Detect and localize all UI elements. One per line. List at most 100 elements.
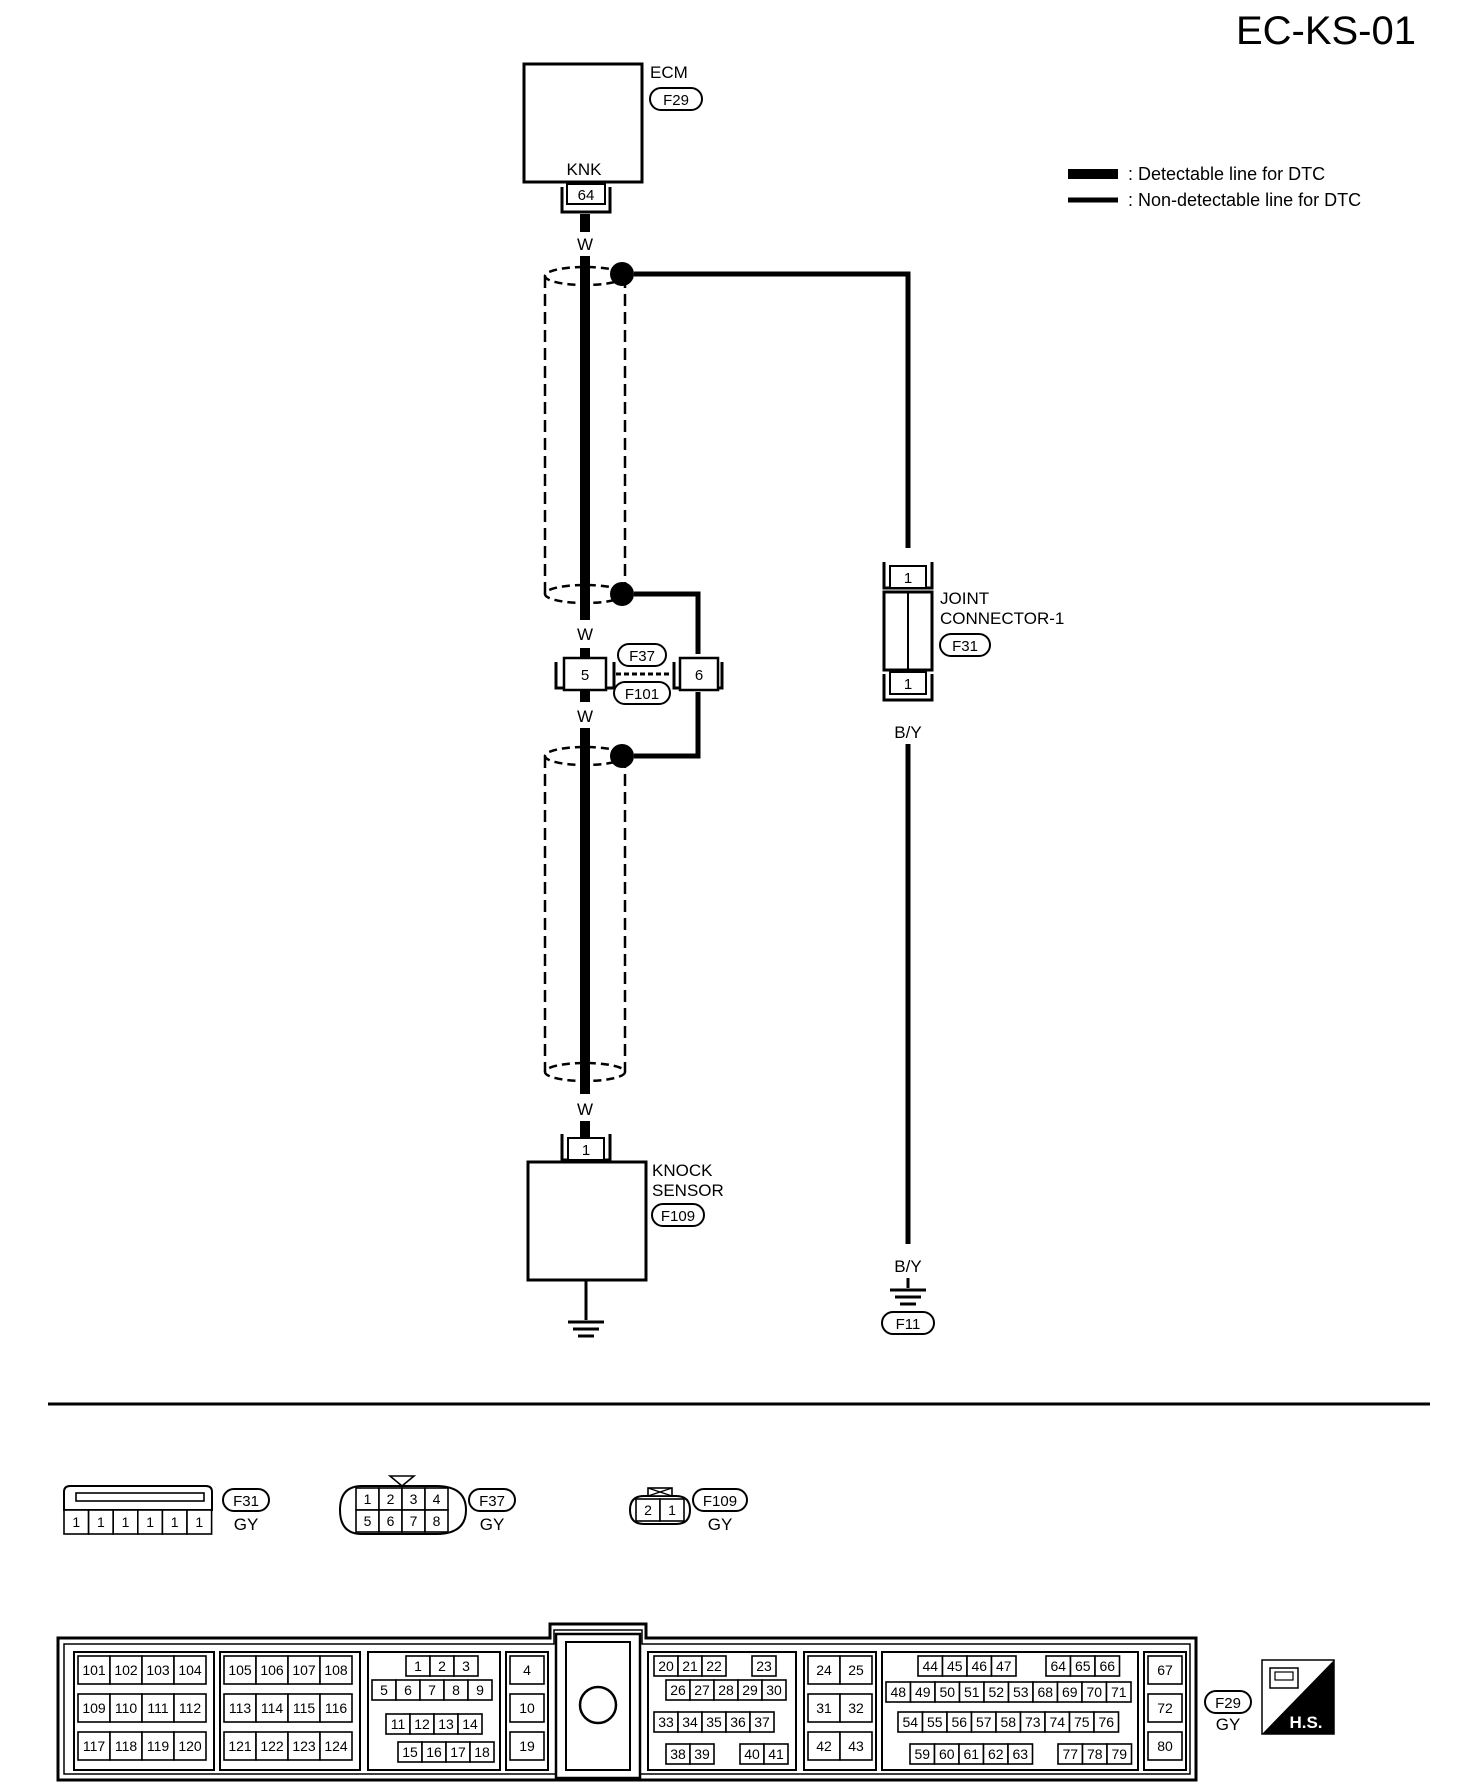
pin-label: 42 xyxy=(816,1738,832,1754)
pin-label: 103 xyxy=(146,1662,170,1678)
pin-label: 7 xyxy=(428,1682,436,1698)
knock-sensor-pin-box xyxy=(567,1137,605,1161)
pin-label: 102 xyxy=(114,1662,138,1678)
f29-pin xyxy=(223,1731,257,1761)
f29-pin xyxy=(689,1743,715,1765)
f29-tag xyxy=(1204,1690,1252,1714)
f29-pin xyxy=(319,1655,353,1685)
joint-connector-label-2: CONNECTOR-1 xyxy=(940,609,1064,628)
inline-connector-top: F37 xyxy=(629,648,655,665)
f31-pin xyxy=(137,1509,164,1535)
pin-label: 53 xyxy=(1013,1684,1029,1700)
pin-label: 121 xyxy=(228,1738,252,1754)
pin-label: 7 xyxy=(410,1513,418,1529)
pin-label: 63 xyxy=(1012,1746,1028,1762)
f29-pin xyxy=(1147,1693,1183,1723)
pin-label: 57 xyxy=(976,1714,992,1730)
knock-sensor-unit: 1 KNOCK SENSOR F109 xyxy=(526,1134,724,1338)
drain-wire-to-pin6-top xyxy=(634,591,701,654)
knock-sensor-pin: 1 xyxy=(582,1142,590,1159)
wire-color-w-sensor: W xyxy=(577,1100,593,1119)
shield-drain-wires xyxy=(634,271,911,759)
pin-label: 5 xyxy=(380,1682,388,1698)
page-id: EC-KS-01 xyxy=(1236,9,1416,53)
joint-pin-top-box xyxy=(889,565,927,589)
f109-color: GY xyxy=(708,1515,733,1534)
f29-key-circle xyxy=(578,1685,618,1725)
knock-sensor-label-2: SENSOR xyxy=(652,1181,724,1200)
f29-pin xyxy=(467,1679,493,1701)
joint-connector-id: F31 xyxy=(952,638,978,655)
pin-label: 72 xyxy=(1157,1700,1173,1716)
pin-label: 18 xyxy=(474,1744,490,1760)
pin-label: 37 xyxy=(754,1714,770,1730)
f29-tag-id: F29 xyxy=(1215,1695,1241,1712)
upper-shield xyxy=(543,262,634,606)
drain-wire-to-pin6-bottom xyxy=(634,692,701,759)
f29-pin xyxy=(109,1731,143,1761)
ecm-pin: 64 xyxy=(578,187,595,204)
f29-pin xyxy=(255,1655,289,1685)
f29-pin xyxy=(287,1693,321,1723)
joint-connector-label-1: JOINT xyxy=(940,589,989,608)
ecm-label: ECM xyxy=(650,63,688,82)
pin-label: 1 xyxy=(146,1514,154,1530)
f29-pin xyxy=(453,1655,479,1677)
ecm-unit: ECM F29 KNK 64 xyxy=(522,62,703,214)
inline-connector-bottom: F101 xyxy=(625,686,659,703)
ground-connector-tag xyxy=(881,1311,935,1335)
pin-label: 43 xyxy=(848,1738,864,1754)
pin-label: 16 xyxy=(426,1744,442,1760)
legend-detectable: : Detectable line for DTC xyxy=(1128,164,1325,184)
pin-label: 52 xyxy=(988,1684,1004,1700)
pin-label: 2 xyxy=(438,1658,446,1674)
f29-pin xyxy=(761,1679,787,1701)
lower-shield xyxy=(543,744,634,1083)
pin-label: 108 xyxy=(324,1662,348,1678)
f29-pin xyxy=(807,1731,841,1761)
joint-pin-bottom: 1 xyxy=(904,676,912,693)
f29-pin xyxy=(77,1731,111,1761)
pin-label: 22 xyxy=(706,1658,722,1674)
pin-label: 112 xyxy=(179,1700,202,1716)
pin-label: 75 xyxy=(1074,1714,1090,1730)
f29-pin xyxy=(751,1655,777,1677)
pin-label: 58 xyxy=(1000,1714,1016,1730)
pin-label: 45 xyxy=(947,1658,963,1674)
pin-label: 9 xyxy=(476,1682,484,1698)
shield-splice-mid xyxy=(610,582,634,606)
pin-label: 70 xyxy=(1086,1684,1102,1700)
wire-color-w-mid-bottom: W xyxy=(577,707,593,726)
f29-pin xyxy=(509,1655,545,1685)
pin-label: 73 xyxy=(1025,1714,1041,1730)
f29-pin xyxy=(469,1741,495,1763)
joint-connector-unit: 1 1 JOINT CONNECTOR-1 F31 B/Y B/Y F11 xyxy=(881,562,1064,1335)
pin-label: 3 xyxy=(462,1658,470,1674)
pin-label: 1 xyxy=(171,1514,179,1530)
pin-label: 49 xyxy=(915,1684,931,1700)
pin-label: 4 xyxy=(523,1662,531,1678)
pin-label: 69 xyxy=(1062,1684,1078,1700)
pin-label: 1 xyxy=(668,1502,676,1518)
pin-label: 120 xyxy=(178,1738,202,1754)
pin-label: 54 xyxy=(902,1714,918,1730)
f29-pin xyxy=(509,1693,545,1723)
pin-label: 13 xyxy=(438,1716,454,1732)
pin-label: 77 xyxy=(1062,1746,1078,1762)
joint-connector-tag xyxy=(939,633,991,657)
pin-label: 115 xyxy=(293,1700,316,1716)
wire-color-by-top: B/Y xyxy=(894,723,921,742)
pin-label: 110 xyxy=(115,1700,138,1716)
f29-pin xyxy=(1147,1731,1183,1761)
pin-label: 33 xyxy=(658,1714,674,1730)
pin-label: 47 xyxy=(996,1658,1012,1674)
inline-pin-5-box xyxy=(562,656,608,692)
pin-label: 101 xyxy=(82,1662,106,1678)
pin-label: 1 xyxy=(97,1514,105,1530)
pin-label: 119 xyxy=(147,1738,170,1754)
f29-pin xyxy=(1007,1743,1034,1765)
pin-label: 10 xyxy=(519,1700,535,1716)
f29-pin xyxy=(255,1693,289,1723)
pin-label: 27 xyxy=(694,1682,710,1698)
